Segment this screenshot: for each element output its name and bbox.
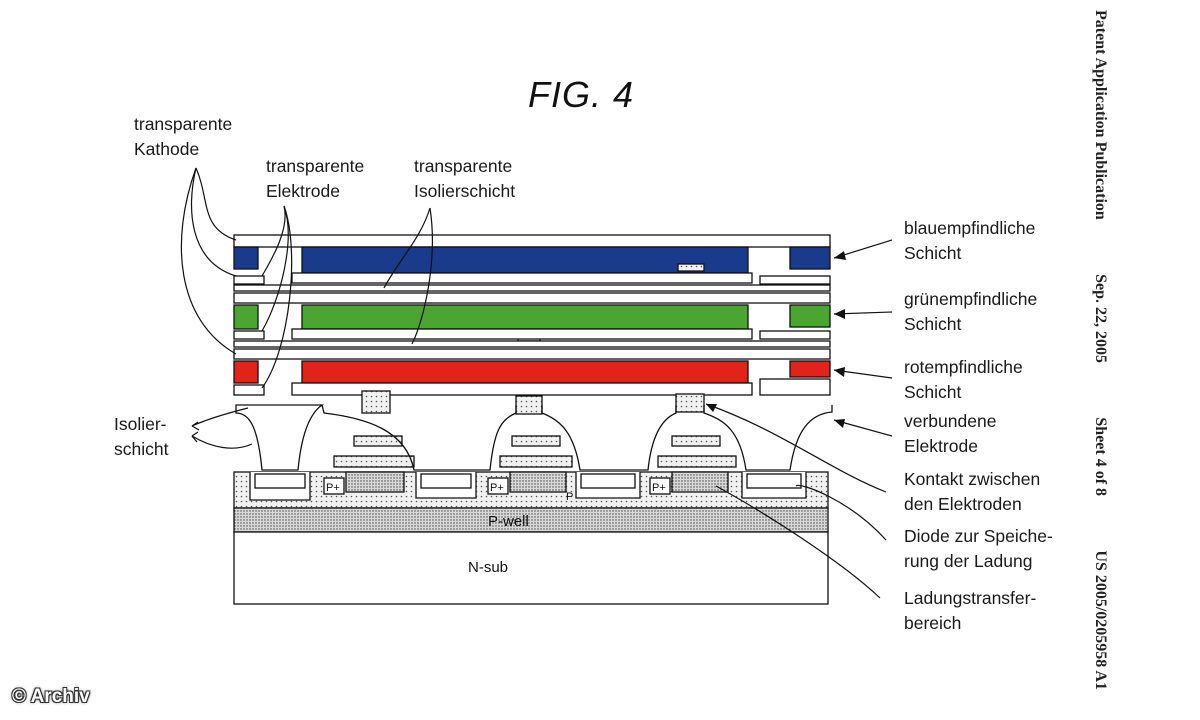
label-insulation-layer: Isolier- schicht	[114, 414, 169, 459]
patent-number: US 2005/0205958 A1	[1092, 550, 1109, 690]
p-label: P	[566, 491, 573, 503]
p-plus-label-3: P+	[652, 482, 666, 494]
transparent-cathode-layer	[233, 234, 831, 248]
transparent-insulation-1	[233, 284, 831, 292]
red-sensitive-layer	[301, 360, 749, 384]
electrode-contact-3	[675, 393, 705, 413]
p-well	[233, 507, 829, 533]
transparent-insulation-2	[233, 340, 831, 348]
transparent-electrode-green	[291, 328, 753, 340]
insulation-bump-1	[235, 404, 325, 471]
blue-layer-right	[789, 246, 831, 270]
red-layer-left	[233, 360, 259, 384]
sheet-number: Sheet 4 of 8	[1092, 417, 1109, 497]
green-sensitive-layer	[301, 304, 749, 330]
p-plus-label-2: P+	[490, 482, 504, 494]
p-plus-label-1: P+	[326, 482, 340, 494]
p-well-label: P-well	[488, 513, 529, 530]
label-transparent-insulation: transparente Isolierschicht	[414, 156, 516, 201]
figure-title: FIG. 4	[528, 74, 635, 115]
label-connected-electrode: verbundene Elektrode	[904, 411, 997, 456]
insulation-bump-4	[703, 405, 833, 471]
publication-title: Patent Application Publication	[1092, 10, 1109, 220]
insulation-bump-2	[321, 404, 517, 471]
patent-header-vertical: Patent Application Publication Sep. 22, …	[1080, 10, 1120, 690]
label-electrode-contact: Kontakt zwischen den Elektroden	[904, 469, 1041, 514]
transparent-electrode-red	[291, 382, 753, 396]
copyright-watermark: © Archiv	[12, 686, 90, 707]
label-red-sensitive: rotempfindliche Schicht	[904, 357, 1023, 402]
label-storage-diode: Diode zur Speiche- rung der Ladung	[904, 526, 1053, 571]
green-layer-right	[789, 304, 831, 328]
label-blue-sensitive: blauempfindliche Schicht	[904, 218, 1036, 263]
publication-date: Sep. 22, 2005	[1092, 274, 1109, 364]
electrode-contact-1	[361, 390, 391, 414]
n-sub	[233, 531, 829, 605]
red-layer-right	[789, 360, 831, 378]
blue-layer-left	[233, 246, 259, 270]
insulation-bump-3	[541, 405, 677, 471]
label-transparent-electrode: transparente Elektrode	[266, 156, 365, 201]
transparent-electrode-blue	[291, 272, 753, 284]
green-layer-left	[233, 304, 259, 330]
electrode-contact-2	[515, 395, 543, 415]
label-transparent-cathode: transparente Kathode	[134, 114, 233, 159]
label-charge-transfer: Ladungstransfer- bereich	[904, 588, 1037, 633]
n-sub-label: N-sub	[468, 559, 508, 576]
label-green-sensitive: grünempfindliche Schicht	[904, 289, 1038, 334]
